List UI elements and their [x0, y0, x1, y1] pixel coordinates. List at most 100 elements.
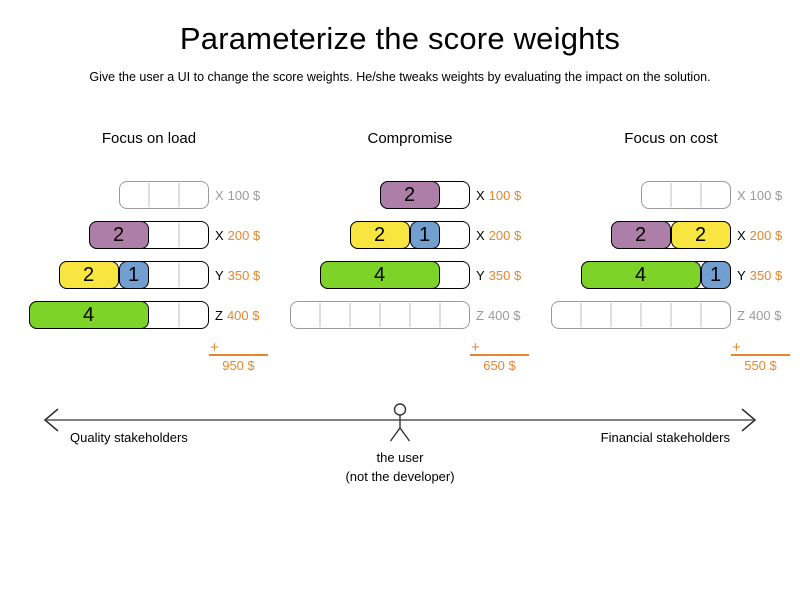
right-arrowhead-icon: [741, 408, 757, 432]
unit-gridline: [700, 303, 702, 327]
unit-gridline: [379, 303, 381, 327]
row-price: 200 $: [488, 227, 522, 243]
unit-gridline: [670, 303, 672, 327]
weight-block-yellow: 2: [670, 220, 731, 249]
row-letter: X: [737, 187, 746, 203]
weight-block-blue: 1: [700, 260, 731, 289]
unit-gridline: [670, 183, 672, 207]
total-section: + 650 $: [470, 339, 529, 373]
total-section: + 550 $: [731, 340, 790, 373]
row-letter: X: [215, 227, 224, 243]
sum-line: +: [470, 339, 529, 356]
unit-gridline: [349, 303, 351, 327]
axis-left-label: Quality stakeholders: [70, 430, 188, 445]
panel-title: Focus on load: [101, 130, 197, 147]
unit-gridline: [178, 183, 180, 207]
weight-block-purple: 2: [379, 180, 440, 209]
row-letter: Z: [737, 307, 745, 323]
row-letter: X: [215, 187, 224, 203]
left-arrowhead-icon: [43, 408, 59, 432]
row-price: 350 $: [749, 267, 783, 283]
weight-bar: 4: [319, 260, 470, 289]
row-price: 100 $: [488, 187, 522, 203]
total-section: + 950 $: [209, 339, 268, 373]
total-amount: 550 $: [744, 358, 777, 373]
page-subtitle: Give the user a UI to change the score w…: [89, 70, 711, 84]
weight-block-green: 4: [580, 260, 701, 289]
row-letter: Y: [215, 267, 224, 283]
row-price: 200 $: [749, 227, 783, 243]
stakeholder-axis: [43, 403, 757, 442]
row-price: 350 $: [227, 267, 261, 283]
weight-block-blue: 1: [409, 220, 440, 249]
unit-gridline: [178, 303, 180, 327]
weight-bar: 2: [379, 180, 470, 209]
unit-gridline: [439, 303, 441, 327]
row-price: 400 $: [748, 307, 782, 323]
unit-gridline: [409, 303, 411, 327]
weight-bar: [641, 181, 731, 209]
row-letter: X: [476, 187, 485, 203]
weight-bar: 4: [28, 300, 209, 329]
weight-bar: [290, 301, 470, 329]
row-price: 200 $: [227, 227, 261, 243]
axis-right-label: Financial stakeholders: [600, 430, 730, 445]
weight-block-green: 4: [28, 300, 149, 329]
unit-gridline: [148, 183, 150, 207]
unit-gridline: [640, 303, 642, 327]
weight-bar: [119, 181, 209, 209]
sum-line: +: [209, 339, 268, 356]
weight-block-yellow: 2: [58, 260, 119, 289]
panel-title: Compromise: [367, 130, 453, 147]
unit-gridline: [178, 223, 180, 247]
weight-bar: [551, 301, 731, 329]
weight-block-yellow: 2: [349, 220, 410, 249]
weight-bar: 2: [88, 220, 209, 249]
sum-line: +: [731, 340, 790, 356]
row-letter: X: [737, 227, 746, 243]
user-stick-figure-icon: [389, 403, 411, 442]
plus-sign: +: [210, 339, 219, 356]
panel-title: Focus on cost: [624, 130, 718, 147]
plus-sign: +: [471, 339, 480, 356]
row-price: 400 $: [226, 307, 260, 323]
total-amount: 650 $: [483, 358, 516, 373]
row-price: 350 $: [488, 267, 522, 283]
actor-caption-line1: the user: [376, 450, 424, 465]
row-price: 400 $: [487, 307, 521, 323]
row-letter: X: [476, 227, 485, 243]
actor-caption-line2: (not the developer): [345, 469, 455, 484]
row-letter: Y: [737, 267, 746, 283]
total-amount: 950 $: [222, 358, 255, 373]
page-title: Parameterize the score weights: [179, 21, 621, 56]
weight-block-green: 4: [319, 260, 440, 289]
row-price: 100 $: [749, 187, 783, 203]
